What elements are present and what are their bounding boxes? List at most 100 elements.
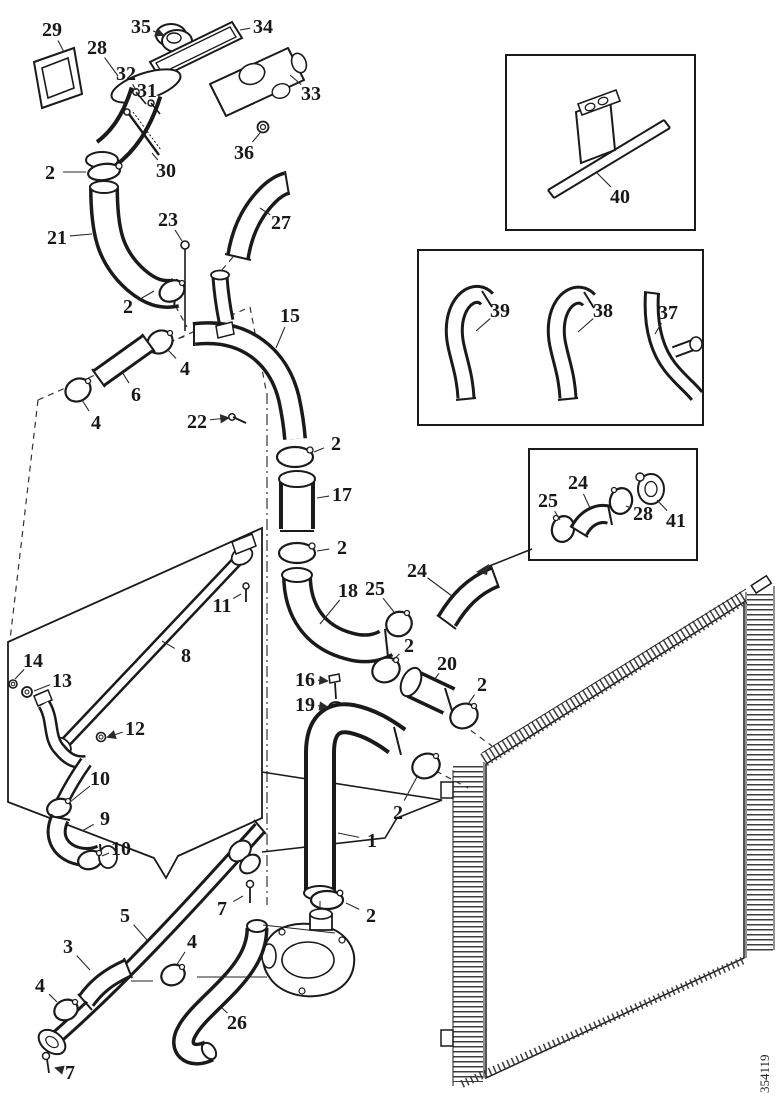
part-label-26: 26 <box>227 1012 247 1034</box>
part-label-14: 14 <box>23 650 43 672</box>
part-label-36: 36 <box>234 142 254 164</box>
leader-line <box>104 57 119 77</box>
hose-1 <box>303 702 407 901</box>
hose-clamp-25 <box>385 609 413 638</box>
hose-24-kit <box>569 504 613 538</box>
part-label-11: 11 <box>213 595 232 617</box>
hose-clamp-2g <box>411 752 441 780</box>
hose-clamp-2a <box>87 162 123 182</box>
bolt-11 <box>242 582 250 602</box>
part-label-35: 35 <box>131 16 151 38</box>
hose-26 <box>172 919 269 1066</box>
leader-line <box>577 318 594 333</box>
part-label-24: 24 <box>407 560 427 582</box>
leader-line <box>69 233 93 237</box>
leader-line <box>433 672 440 681</box>
leader-line <box>259 207 271 216</box>
part-label-29: 29 <box>42 19 62 41</box>
leader-line <box>654 322 662 335</box>
water-pump <box>261 908 356 998</box>
part-label-2: 2 <box>331 433 341 455</box>
leader-line <box>316 548 330 552</box>
nut-36 <box>256 120 270 134</box>
hose-27 <box>224 170 291 261</box>
hose-clamp-4c <box>53 998 79 1022</box>
part-label-4: 4 <box>180 358 190 380</box>
leader-line <box>275 326 286 349</box>
stud-30 <box>123 108 162 156</box>
leader-line <box>138 290 155 300</box>
radiator-mount-tab <box>750 574 773 595</box>
bracket-40 <box>547 88 671 199</box>
part-label-6: 6 <box>131 384 141 406</box>
leader-arrowhead <box>318 701 329 711</box>
hose-clamp-4a <box>64 377 92 403</box>
inset-box-clamp-kit <box>476 448 698 575</box>
part-label-20: 20 <box>437 653 457 675</box>
part-label-7: 7 <box>217 898 227 920</box>
part-label-2: 2 <box>337 537 347 559</box>
part-label-23: 23 <box>158 209 178 231</box>
part-label-27: 27 <box>271 212 291 234</box>
part-label-13: 13 <box>52 670 72 692</box>
part-label-19: 19 <box>295 694 315 716</box>
leader-line <box>57 40 65 53</box>
leader-line <box>76 955 91 971</box>
bolt-16 <box>328 673 341 700</box>
part-label-2: 2 <box>123 296 133 318</box>
part-label-8: 8 <box>181 645 191 667</box>
bolt-7a <box>245 879 255 903</box>
leader-arrowhead <box>106 730 117 739</box>
part-label-10: 10 <box>90 768 110 790</box>
leader-line <box>81 399 90 412</box>
part-label-1: 1 <box>367 830 377 852</box>
bolt-7b <box>41 1051 51 1074</box>
hose-17 <box>278 470 316 532</box>
radiator <box>440 574 775 1088</box>
part-label-33: 33 <box>301 83 321 105</box>
leader-line <box>595 171 612 188</box>
hose-clamp-2h <box>309 889 345 911</box>
leader-line <box>132 83 137 91</box>
hose-37 <box>643 291 704 402</box>
hose-clamp-10b <box>77 845 118 871</box>
leader-line <box>289 74 302 85</box>
screw-22 <box>228 413 247 424</box>
part-label-4: 4 <box>35 975 45 997</box>
leader-arrowhead <box>318 675 329 685</box>
part-label-37: 37 <box>658 302 678 324</box>
drawing-number: 354119 <box>757 1054 772 1093</box>
part-label-41: 41 <box>666 510 686 532</box>
hose-6 <box>91 333 156 388</box>
part-label-3: 3 <box>63 936 73 958</box>
leader-line <box>167 349 177 359</box>
leader-line <box>319 599 341 625</box>
inset-box-bracket <box>505 54 696 231</box>
leader-line <box>151 152 159 161</box>
leader-line <box>382 597 395 613</box>
leader-line <box>101 852 110 857</box>
leader-line <box>175 951 186 967</box>
part-label-16: 16 <box>295 669 315 691</box>
leader-line <box>582 493 591 509</box>
part-label-2: 2 <box>477 674 487 696</box>
part-label-7: 7 <box>65 1062 75 1084</box>
hose-clamp-28-kit <box>608 486 634 515</box>
leader-line <box>121 371 130 384</box>
part-label-22: 22 <box>187 411 207 433</box>
part-label-31: 31 <box>137 80 157 102</box>
part-label-12: 12 <box>125 718 145 740</box>
leader-line <box>345 902 360 910</box>
part-label-2: 2 <box>366 905 376 927</box>
pipe-20 <box>399 666 456 715</box>
hose-18 <box>281 567 394 664</box>
hose-clamp-25-kit <box>550 514 576 543</box>
leader-line <box>475 318 491 332</box>
bolt-23 <box>180 240 190 331</box>
part-label-28: 28 <box>87 37 107 59</box>
leader-arrowhead <box>154 27 165 37</box>
leader-line <box>316 495 330 499</box>
radiator-mount-tab <box>440 781 454 799</box>
inset-box-hoses <box>417 249 704 426</box>
